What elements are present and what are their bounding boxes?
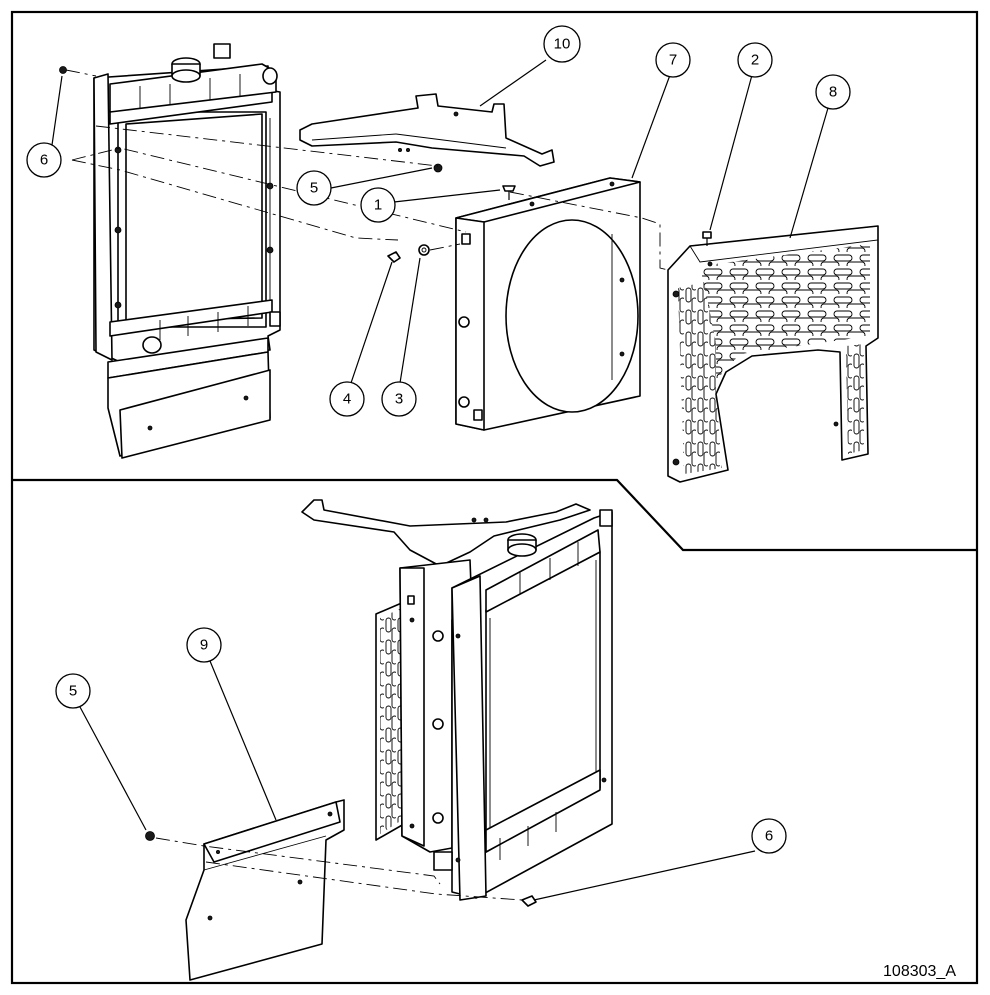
alignment-lines-lower xyxy=(155,837,523,901)
fastener-hardware-lower xyxy=(145,831,537,907)
callout-6-lower: 6 xyxy=(751,818,787,854)
callout-5-upper-label: 5 xyxy=(310,180,318,197)
callout-6-lower-label: 6 xyxy=(765,828,773,845)
alignment-lines-upper xyxy=(65,69,669,271)
drawing-number: 108303_A xyxy=(883,963,956,980)
section-divider xyxy=(12,478,977,552)
leader-lines xyxy=(51,59,829,901)
callout-5-lower-label: 5 xyxy=(69,683,77,700)
upper-bracket-assembled xyxy=(301,499,591,567)
callout-5-lower: 5 xyxy=(55,673,91,709)
drawing-border xyxy=(10,10,979,985)
guard-assembled xyxy=(375,601,405,841)
callout-8-label: 8 xyxy=(829,84,837,101)
callout-4: 4 xyxy=(329,381,365,417)
callout-4-label: 4 xyxy=(343,391,351,408)
lower-plate-part-9 xyxy=(185,799,345,981)
callout-7-label: 7 xyxy=(669,52,677,69)
guard-part-8 xyxy=(667,225,879,483)
callout-6-upper-label: 6 xyxy=(40,152,48,169)
callout-1-label: 1 xyxy=(374,197,382,214)
callout-2-label: 2 xyxy=(751,52,759,69)
fan-shroud-assembled xyxy=(399,559,473,853)
fan-shroud-part-7 xyxy=(455,177,641,431)
callout-10-label: 10 xyxy=(554,36,571,53)
callout-5-upper: 5 xyxy=(296,170,332,206)
callout-3-label: 3 xyxy=(395,391,403,408)
callout-2: 2 xyxy=(737,42,773,78)
radiator-assembled xyxy=(433,509,613,901)
upper-bracket-part-10 xyxy=(299,93,555,167)
fastener-hardware-upper xyxy=(59,66,712,263)
callout-3: 3 xyxy=(381,381,417,417)
callout-10: 10 xyxy=(543,25,581,63)
callout-8: 8 xyxy=(815,74,851,110)
radiator-assembly-upper xyxy=(93,43,281,459)
callout-7: 7 xyxy=(655,42,691,78)
callout-9: 9 xyxy=(186,627,222,663)
callout-6-upper: 6 xyxy=(26,142,62,178)
callout-9-label: 9 xyxy=(200,637,208,654)
callout-1: 1 xyxy=(360,187,396,223)
